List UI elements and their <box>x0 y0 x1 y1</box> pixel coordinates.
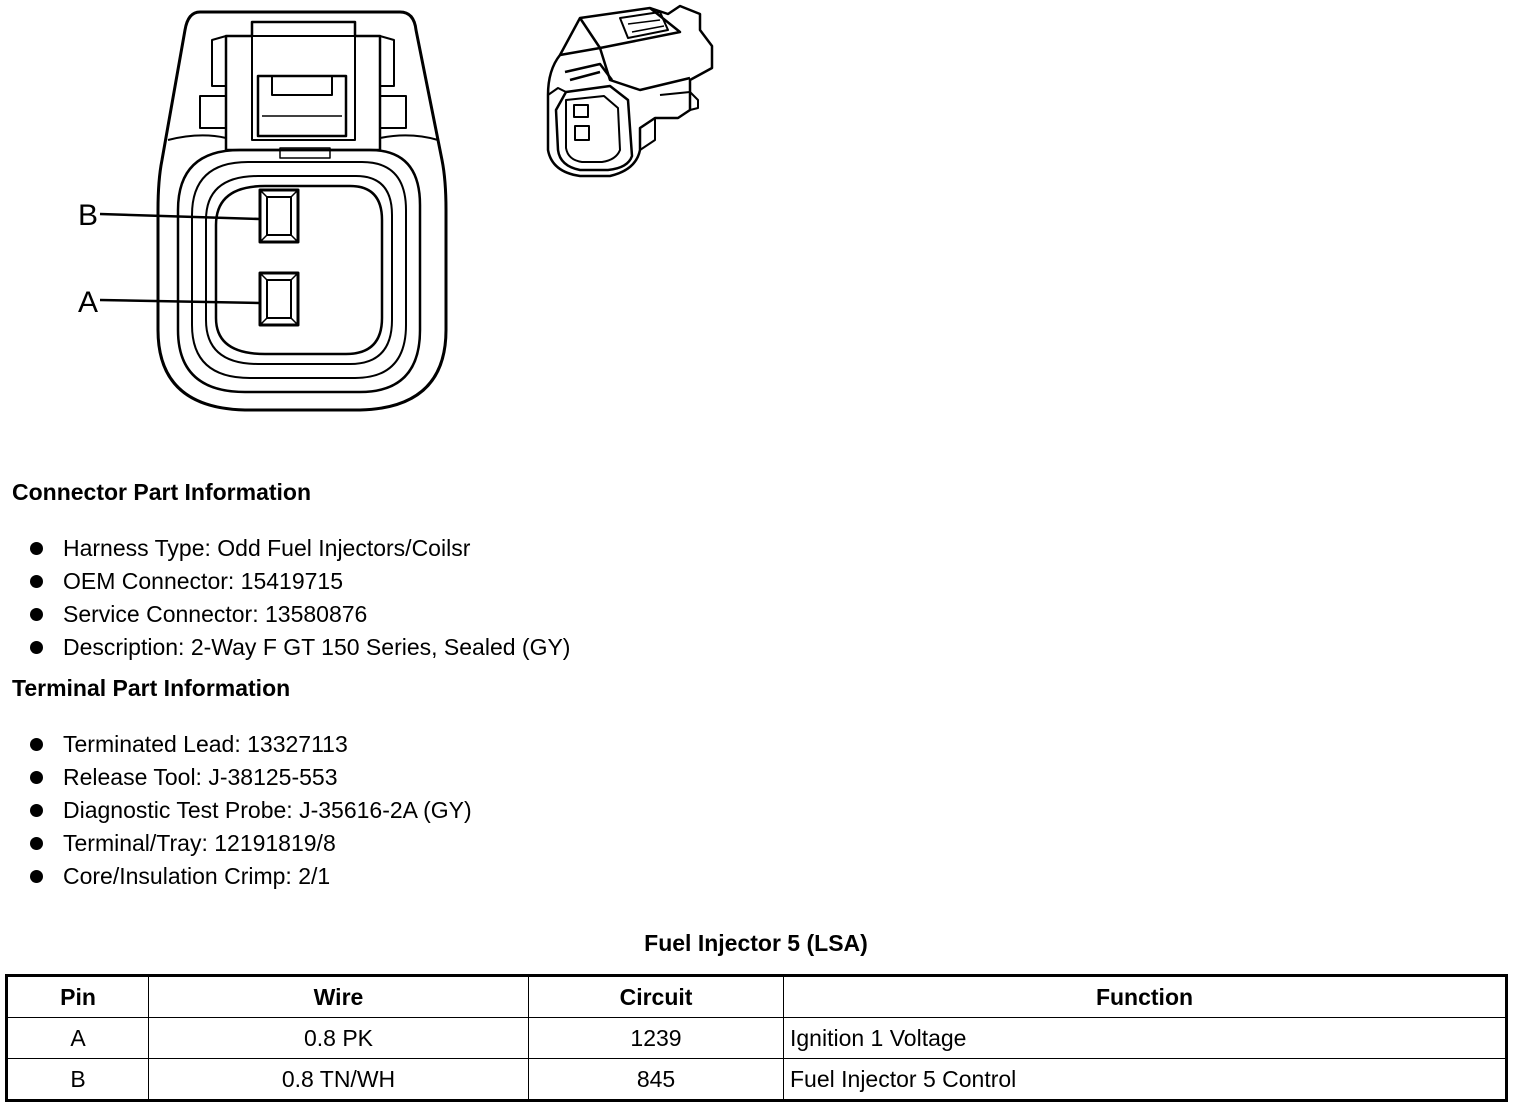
bullet-icon <box>30 575 43 588</box>
cell-circuit: 1239 <box>528 1017 784 1059</box>
list-item-text: Release Tool: J-38125-553 <box>63 764 338 790</box>
header-function: Function <box>783 975 1507 1018</box>
connector-info-heading: Connector Part Information <box>12 479 312 505</box>
bullet-icon <box>30 608 43 621</box>
list-item: Harness Type: Odd Fuel Injectors/Coilsr <box>28 532 570 565</box>
terminal-info-list: Terminated Lead: 13327113 Release Tool: … <box>28 728 472 893</box>
header-wire: Wire <box>148 975 529 1018</box>
bullet-icon <box>30 542 43 555</box>
header-pin: Pin <box>6 975 149 1018</box>
bullet-icon <box>30 837 43 850</box>
cell-wire: 0.8 PK <box>148 1017 529 1059</box>
bullet-icon <box>30 641 43 654</box>
list-item: Diagnostic Test Probe: J-35616-2A (GY) <box>28 794 472 827</box>
bullet-icon <box>30 738 43 751</box>
list-item: Core/Insulation Crimp: 2/1 <box>28 860 472 893</box>
table-row: A 0.8 PK 1239 Ignition 1 Voltage <box>6 1017 1507 1059</box>
pin-table: Pin Wire Circuit Function A 0.8 PK 1239 … <box>5 974 1508 1102</box>
cell-pin: B <box>6 1058 149 1101</box>
list-item-text: OEM Connector: 15419715 <box>63 568 344 594</box>
list-item-text: Harness Type: Odd Fuel Injectors/Coilsr <box>63 535 471 561</box>
bullet-icon <box>30 771 43 784</box>
list-item: Release Tool: J-38125-553 <box>28 761 472 794</box>
cell-wire: 0.8 TN/WH <box>148 1058 529 1101</box>
connector-face-diagram: B A <box>78 10 448 412</box>
list-item-text: Description: 2-Way F GT 150 Series, Seal… <box>63 634 571 660</box>
cell-circuit: 845 <box>528 1058 784 1101</box>
list-item-text: Terminal/Tray: 12191819/8 <box>63 830 336 856</box>
cell-function: Ignition 1 Voltage <box>783 1017 1507 1059</box>
terminal-info-heading: Terminal Part Information <box>12 675 291 701</box>
list-item: Description: 2-Way F GT 150 Series, Seal… <box>28 631 570 664</box>
list-item: Terminal/Tray: 12191819/8 <box>28 827 472 860</box>
table-row: B 0.8 TN/WH 845 Fuel Injector 5 Control <box>6 1058 1507 1101</box>
pin-label-b: B <box>78 199 98 232</box>
connector-info-list: Harness Type: Odd Fuel Injectors/Coilsr … <box>28 532 570 664</box>
list-item: Service Connector: 13580876 <box>28 598 570 631</box>
cell-function: Fuel Injector 5 Control <box>783 1058 1507 1101</box>
pin-label-a: A <box>78 286 98 319</box>
table-header-row: Pin Wire Circuit Function <box>6 975 1507 1018</box>
list-item: Terminated Lead: 13327113 <box>28 728 472 761</box>
list-item-text: Diagnostic Test Probe: J-35616-2A (GY) <box>63 797 472 823</box>
header-circuit: Circuit <box>528 975 784 1018</box>
connector-isometric-diagram <box>546 4 714 178</box>
bullet-icon <box>30 804 43 817</box>
table-title: Fuel Injector 5 (LSA) <box>644 930 868 956</box>
list-item-text: Terminated Lead: 13327113 <box>63 731 348 757</box>
cell-pin: A <box>6 1017 149 1059</box>
list-item: OEM Connector: 15419715 <box>28 565 570 598</box>
list-item-text: Service Connector: 13580876 <box>63 601 368 627</box>
bullet-icon <box>30 870 43 883</box>
list-item-text: Core/Insulation Crimp: 2/1 <box>63 863 331 889</box>
